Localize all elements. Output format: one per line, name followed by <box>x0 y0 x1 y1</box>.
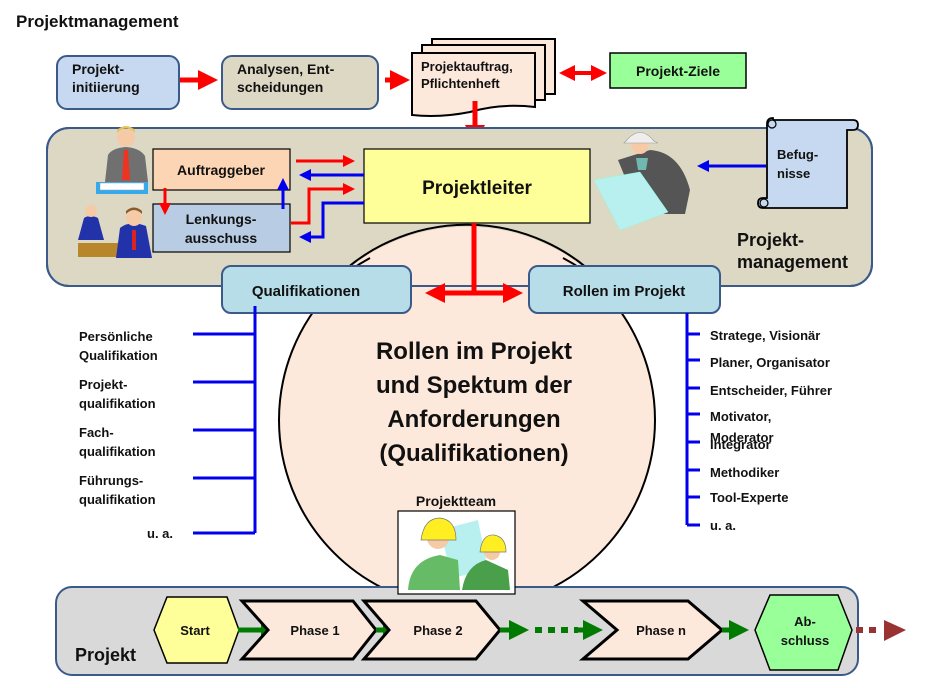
befugnisse-line2: nisse <box>777 166 810 181</box>
phase2-label: Phase 2 <box>413 623 462 638</box>
auftraggeber-label: Auftraggeber <box>177 162 265 178</box>
rolle-moderator: Moderator <box>710 430 774 445</box>
pm-label-line2: management <box>737 252 848 272</box>
rolle-planer: Planer, Organisator <box>710 355 830 370</box>
qualifikationen-tree <box>193 306 257 535</box>
phasen-label: Phase n <box>636 623 686 638</box>
lenkung-line2: ausschuss <box>185 230 258 246</box>
qual-item-4a: Führungs- <box>79 473 143 488</box>
step-start[interactable]: Start <box>153 596 240 664</box>
befugnisse-line1: Befug- <box>777 147 818 162</box>
rollen-tree <box>685 313 700 527</box>
page-title: Projektmanagement <box>16 12 179 31</box>
box-analysen[interactable]: Analysen, Ent- scheidungen <box>221 55 379 110</box>
rolle-motivator: Motivator, <box>710 409 771 424</box>
initiierung-line1: Projekt- <box>72 61 124 77</box>
arrow-lenkung-to-leiter <box>291 183 355 225</box>
step-abschluss[interactable]: Ab- schluss <box>754 594 853 671</box>
circle-text: Rollen im Projekt und Spektum der Anford… <box>376 338 572 467</box>
analysen-line2: scheidungen <box>237 79 323 95</box>
qual-item-4b: qualifikation <box>79 492 156 507</box>
qual-item: Persönliche Qualifikation Projekt- quali… <box>79 329 173 541</box>
arrow-leiter-to-lenkung <box>299 201 364 243</box>
auftrag-line2: Pflichtenheft <box>421 76 500 91</box>
projekt-label: Projekt <box>75 645 136 665</box>
rollen-items: Strategе, Visionär Planer, Organisator E… <box>710 328 832 533</box>
step-phase-n[interactable]: Phase n <box>578 599 725 661</box>
step-phase-1[interactable]: Phase 1 <box>238 599 378 661</box>
qual-item-5: u. a. <box>147 526 173 541</box>
start-label: Start <box>180 623 210 638</box>
rolle-tool-experte: Tool-Experte <box>710 490 789 505</box>
rolle-methodiker: Methodiker <box>710 465 779 480</box>
scroll-befugnisse[interactable]: Befug- nisse <box>757 117 859 209</box>
box-auftraggeber[interactable]: Auftraggeber <box>152 148 291 191</box>
rolle-ua: u. a. <box>710 518 736 533</box>
qual-item-3a: Fach- <box>79 425 114 440</box>
rollen-header: Rollen im Projekt <box>563 283 686 300</box>
box-projektauftrag[interactable]: Projektauftrag, Pflichtenheft <box>411 38 556 117</box>
qual-item-2a: Projekt- <box>79 377 127 392</box>
qual-item-3b: qualifikation <box>79 444 156 459</box>
box-rollen[interactable]: Rollen im Projekt <box>528 265 721 314</box>
box-qualifikationen[interactable]: Qualifikationen <box>221 265 412 314</box>
analysen-line1: Analysen, Ent- <box>237 61 335 77</box>
projektteam-label: Projektteam <box>416 493 496 509</box>
phase1-label: Phase 1 <box>290 623 339 638</box>
qual-item-2b: qualifikation <box>79 396 156 411</box>
step-phase-2[interactable]: Phase 2 <box>360 599 502 661</box>
circle-line4: (Qualifikationen) <box>379 440 568 467</box>
ziele-label: Projekt-Ziele <box>636 63 720 79</box>
rolle-strategist: Strategе, Visionär <box>710 328 820 343</box>
committee-persons-icon <box>78 205 152 258</box>
qualifikationen-header: Qualifikationen <box>252 283 360 300</box>
box-projekt-ziele[interactable]: Projekt-Ziele <box>609 52 747 89</box>
client-person-icon <box>96 126 148 194</box>
projektleiter-label: Projektleiter <box>422 178 532 199</box>
auftrag-line1: Projektauftrag, <box>421 59 513 74</box>
box-projektinitiierung[interactable]: Projekt- initiierung <box>56 55 180 110</box>
circle-line2: und Spektum der <box>376 372 572 399</box>
pm-label-line1: Projekt- <box>737 230 804 250</box>
abschluss-line2: schluss <box>781 633 829 648</box>
initiierung-line2: initiierung <box>72 79 140 95</box>
circle-line3: Anforderungen <box>387 406 560 433</box>
rolle-integrator: Integrator <box>710 437 771 452</box>
abschluss-line1: Ab- <box>794 614 816 629</box>
qual-item-1b: Qualifikation <box>79 348 158 363</box>
box-projektleiter[interactable]: Projektleiter <box>363 148 591 224</box>
team-picture-icon <box>397 510 516 595</box>
rolle-entscheider: Entscheider, Führer <box>710 383 832 398</box>
box-lenkungsausschuss[interactable]: Lenkungs- ausschuss <box>152 203 291 253</box>
qual-item-1a: Persönliche <box>79 329 153 344</box>
circle-arc-inpanel <box>329 223 605 285</box>
circle-line1: Rollen im Projekt <box>376 338 572 365</box>
lenkung-line1: Lenkungs- <box>186 211 257 227</box>
project-leader-icon <box>593 132 690 231</box>
arrow-continuation-head <box>884 620 906 641</box>
